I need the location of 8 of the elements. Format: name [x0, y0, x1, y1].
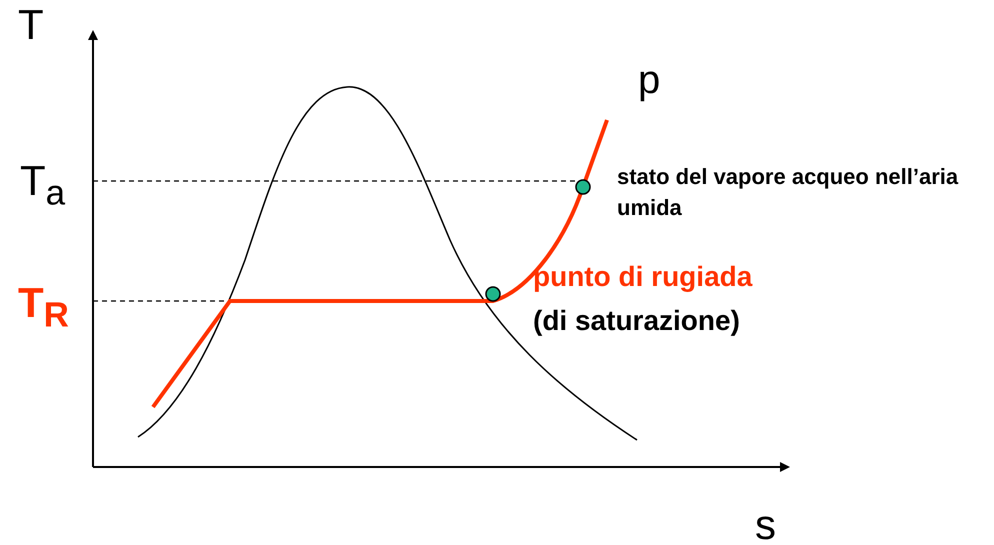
annotation-text: punto di rugiada — [533, 262, 752, 293]
tick-label: T$_{R}$ — [18, 280, 69, 335]
axis-label: T — [18, 2, 44, 48]
curve-label: p — [638, 58, 660, 102]
annotation-text: stato del vapore acqueo nell’aria umida — [617, 163, 960, 222]
tick-label: T$_{a}$ — [20, 158, 66, 213]
annotation-text: (di saturazione) — [533, 306, 740, 337]
axis-label: s — [755, 502, 776, 545]
